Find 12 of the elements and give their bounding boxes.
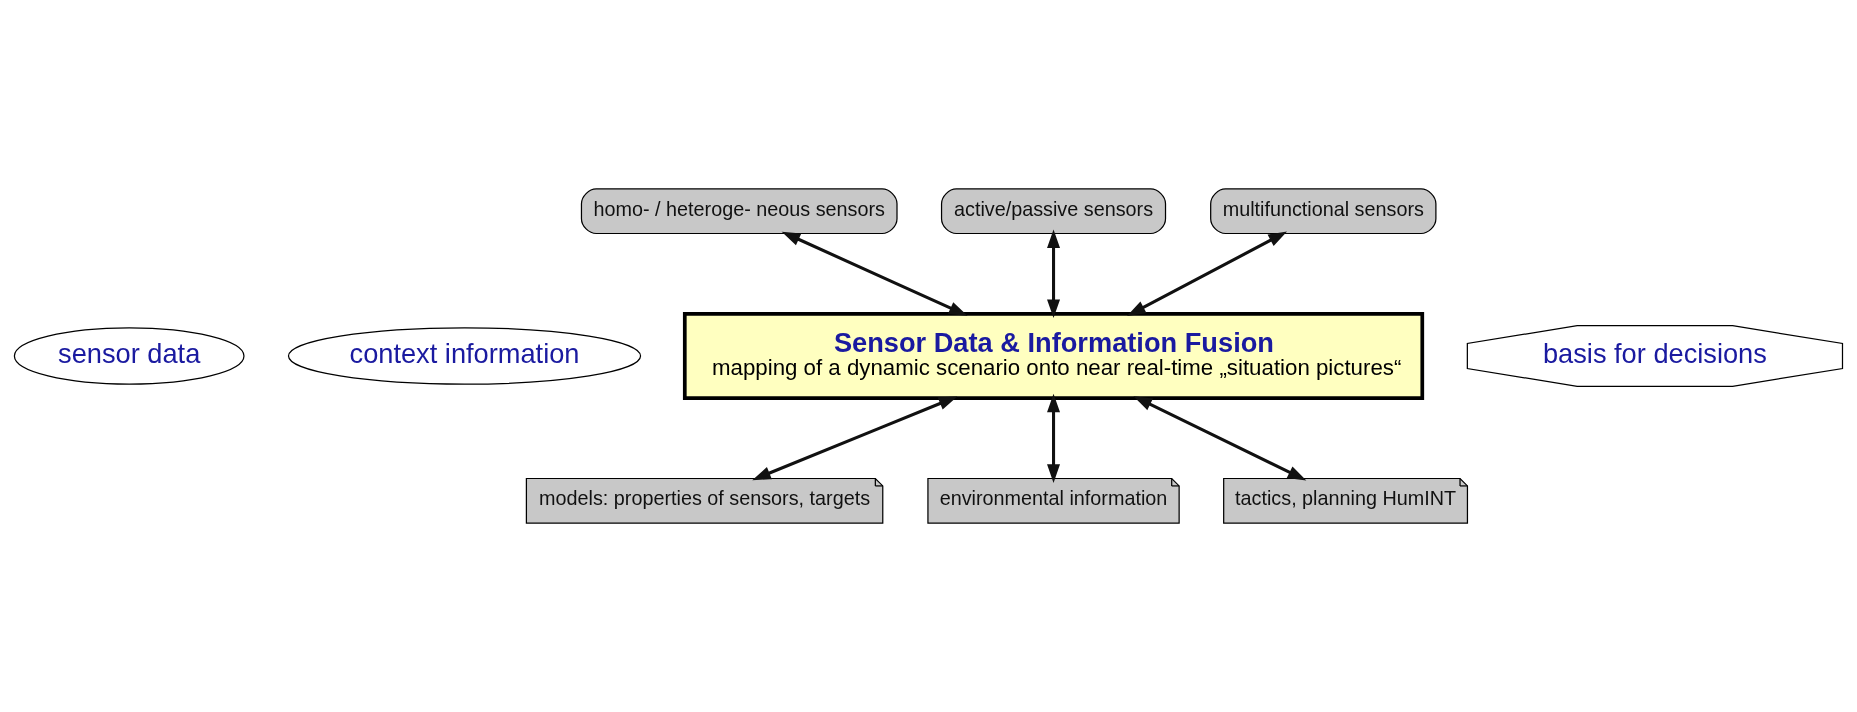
arrow — [1127, 231, 1288, 316]
arrow — [781, 231, 968, 316]
node-ellipse: context information — [287, 327, 642, 385]
node-box: active/passive sensors — [940, 188, 1167, 235]
node-box: Sensor Data & Information Fusion mapping of a dynamic scenario onto near real-time „situation pictures“ — [682, 312, 1425, 400]
node-ellipse: sensor data — [13, 327, 245, 385]
arrow — [1133, 396, 1307, 481]
node-box: multifunctional sensors — [1210, 188, 1437, 235]
node-box: homo- / heteroge- neous sensors — [580, 188, 898, 235]
arrow — [1047, 393, 1061, 483]
arrow — [1047, 229, 1061, 319]
arrow — [752, 396, 958, 481]
